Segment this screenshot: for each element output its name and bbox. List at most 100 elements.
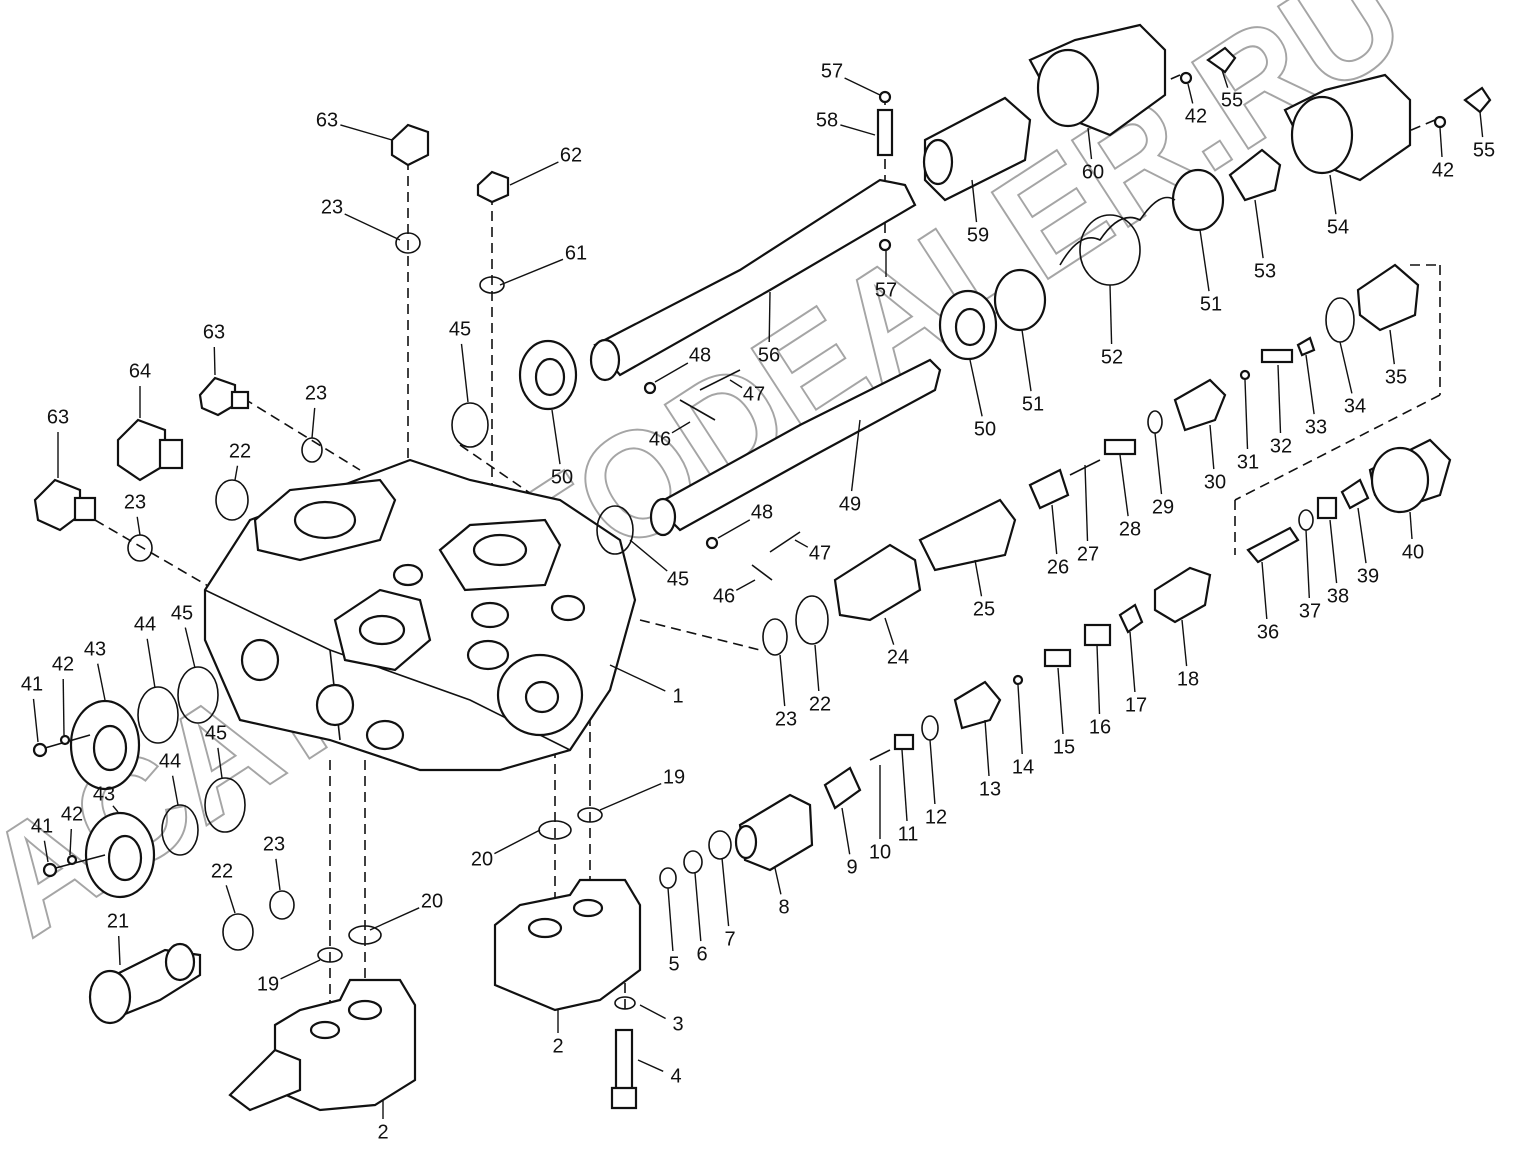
callout-c40: 40 — [1402, 511, 1424, 563]
callout-leader-line — [1051, 504, 1058, 555]
callout-number: 61 — [565, 242, 587, 264]
callout-leader-line — [637, 1059, 664, 1072]
callout-leader-line — [280, 959, 321, 980]
callout-c50a: 50 — [551, 409, 573, 488]
callout-c1: 1 — [609, 664, 684, 707]
callout-c12: 12 — [925, 739, 947, 828]
callout-c45d: 45 — [449, 318, 471, 403]
callout-c33: 33 — [1305, 354, 1327, 438]
callout-c29: 29 — [1152, 432, 1174, 518]
callout-c10: 10 — [869, 765, 891, 863]
callout-number: 23 — [321, 196, 343, 218]
callout-c43b: 43 — [93, 783, 119, 813]
callout-leader-line — [768, 291, 771, 343]
callout-leader-line — [774, 867, 782, 895]
callout-c36: 36 — [1257, 561, 1279, 643]
callout-leader-line — [654, 362, 689, 383]
callout-leader-line — [112, 805, 119, 813]
callout-c42d: 42 — [1432, 127, 1454, 181]
callout-c15: 15 — [1053, 667, 1075, 758]
callout-leader-line — [1017, 684, 1023, 755]
callout-number: 11 — [898, 823, 919, 845]
callout-c50b: 50 — [969, 359, 996, 440]
callout-number: 18 — [1177, 668, 1199, 690]
callout-leader-line — [844, 77, 881, 96]
callout-c21: 21 — [107, 910, 129, 966]
callout-c32: 32 — [1270, 364, 1292, 457]
callout-leader-line — [1389, 329, 1395, 365]
callout-leader-line — [136, 516, 141, 536]
callout-c53: 53 — [1254, 199, 1276, 282]
callout-number: 30 — [1204, 471, 1226, 493]
callout-number: 23 — [124, 491, 146, 513]
callout-number: 49 — [839, 493, 861, 515]
callout-number: 19 — [663, 766, 685, 788]
callout-leader-line — [929, 739, 936, 805]
callout-number: 34 — [1344, 395, 1366, 417]
callout-leader-line — [1254, 199, 1264, 259]
callout-leader-line — [62, 678, 65, 736]
callout-leader-line — [1057, 667, 1064, 735]
valve-body — [203, 458, 637, 772]
callout-c16: 16 — [1089, 644, 1111, 738]
callout-c30: 30 — [1204, 424, 1226, 493]
callout-number: 16 — [1089, 716, 1111, 738]
callout-leader-line — [1181, 619, 1188, 667]
callout-number: 26 — [1047, 556, 1069, 578]
callout-leader-line — [1329, 174, 1337, 215]
callout-leader-line — [1199, 229, 1210, 292]
callout-number: 51 — [1200, 293, 1222, 315]
callout-leader-line — [1087, 127, 1093, 160]
callout-leader-line — [609, 664, 666, 692]
callout-c43a: 43 — [84, 638, 106, 701]
callout-c24: 24 — [884, 617, 909, 668]
callout-leader-line — [901, 749, 908, 822]
callout-number: 55 — [1221, 89, 1243, 111]
callout-leader-line — [369, 907, 420, 931]
callout-c31: 31 — [1237, 379, 1259, 473]
callout-c6: 6 — [694, 872, 708, 965]
callout-c39: 39 — [1357, 507, 1379, 587]
callout-number: 45 — [171, 602, 193, 624]
callout-number: 55 — [1473, 139, 1495, 161]
callout-number: 48 — [689, 344, 711, 366]
callout-c27: 27 — [1077, 464, 1099, 565]
callout-leader-line — [1439, 127, 1443, 158]
callout-number: 23 — [263, 833, 285, 855]
callout-c42c: 42 — [1185, 83, 1207, 127]
callout-number: 54 — [1327, 216, 1349, 238]
callout-leader-line — [275, 858, 281, 891]
callout-leader-line — [217, 747, 223, 779]
callout-number: 62 — [560, 144, 582, 166]
callout-c60: 60 — [1082, 127, 1104, 183]
callout-leader-line — [667, 887, 674, 952]
callout-c63c: 63 — [47, 406, 69, 478]
callout-c44b: 44 — [159, 750, 181, 806]
callout-number: 46 — [649, 428, 671, 450]
callout-leader-line — [69, 828, 72, 856]
callout-c57b: 57 — [875, 250, 897, 301]
callout-leader-line — [551, 409, 561, 465]
callout-number: 7 — [724, 928, 735, 950]
callout-number: 27 — [1077, 543, 1099, 565]
callout-leader-line — [1209, 424, 1215, 470]
callout-number: 43 — [84, 638, 106, 660]
callout-c59: 59 — [967, 179, 989, 246]
callout-number: 60 — [1082, 161, 1104, 183]
callout-number: 48 — [751, 501, 773, 523]
callout-leader-line — [1305, 354, 1315, 415]
callout-c64: 64 — [129, 360, 151, 418]
callout-number: 20 — [471, 848, 493, 870]
callout-number: 28 — [1119, 518, 1141, 540]
callout-number: 31 — [1237, 451, 1259, 473]
callout-c20a: 20 — [471, 829, 541, 870]
callout-c26: 26 — [1047, 504, 1069, 578]
callout-number: 36 — [1257, 621, 1279, 643]
callout-c11: 11 — [898, 749, 919, 845]
callout-c51b: 51 — [1199, 229, 1222, 315]
callout-c61: 61 — [499, 242, 587, 286]
callout-c55b: 55 — [1473, 111, 1495, 161]
callout-leader-line — [460, 343, 469, 403]
callout-number: 21 — [107, 910, 129, 932]
